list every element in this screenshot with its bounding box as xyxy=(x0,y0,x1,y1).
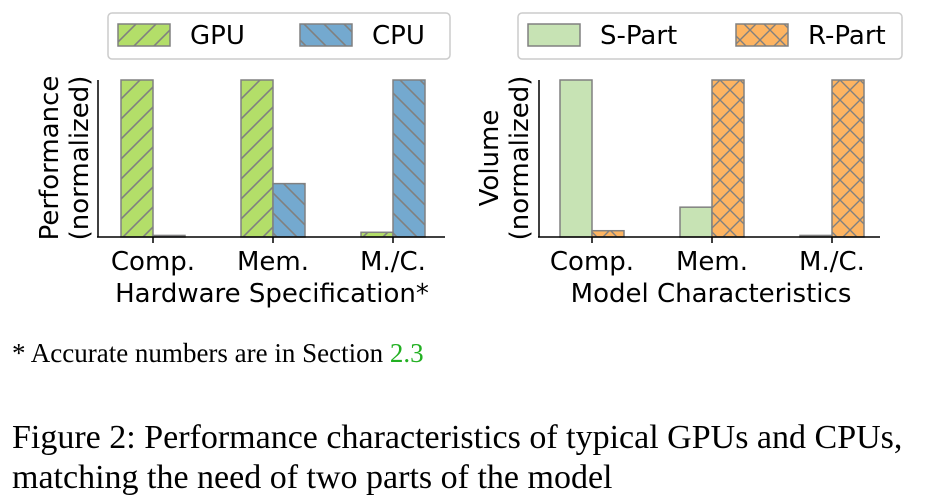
x-tick-label-m-c: M./C. xyxy=(799,247,865,277)
legend-label-gpu: GPU xyxy=(190,21,245,51)
x-tick-labels: Comp. Mem. M./C. xyxy=(550,237,865,277)
bar-cpu-mem-hatch xyxy=(273,183,305,237)
bars-model xyxy=(559,79,865,238)
bar-gpu-m-c-hatch xyxy=(361,232,393,237)
legend-label-r-part: R-Part xyxy=(808,21,886,51)
figure-svg: GPU CPU Comp. Mem. M./C. Hardware Specific… xyxy=(35,12,903,309)
bar-cpu-m-c-hatch xyxy=(393,80,425,237)
bar-s-part-mem xyxy=(679,206,713,238)
bar-r-part-m-c-hatch xyxy=(832,80,864,237)
bar-gpu-mem-hatch xyxy=(241,80,273,237)
x-tick-label-comp: Comp. xyxy=(111,247,195,277)
legend-swatch-s-part xyxy=(527,23,581,47)
y-axis-label-line2: (normalized) xyxy=(505,76,535,241)
bar-s-part-comp xyxy=(559,79,593,238)
legend-swatch-cpu-hatch xyxy=(300,24,352,46)
legend-box xyxy=(517,12,903,60)
legend-swatch-gpu-hatch xyxy=(118,24,170,46)
x-tick-label-comp: Comp. xyxy=(550,247,634,277)
section-reference-link[interactable]: 2.3 xyxy=(389,338,424,368)
x-tick-labels: Comp. Mem. M./C. xyxy=(111,237,426,277)
chart-hardware-specification: GPU CPU Comp. Mem. M./C. Hardware Specific… xyxy=(35,12,451,309)
x-tick-label-m-c: M./C. xyxy=(360,247,426,277)
legend-swatch-r-part-hatch xyxy=(736,24,788,46)
x-axis-label: Hardware Specification* xyxy=(115,279,429,309)
bar-r-part-mem-hatch xyxy=(712,80,744,237)
legend-label-s-part: S-Part xyxy=(600,21,677,51)
bar-cpu-comp-hatch xyxy=(153,235,185,237)
footnote: * Accurate numbers are in Section 2.3 xyxy=(12,338,424,369)
footnote-text: * Accurate numbers are in Section xyxy=(12,338,390,368)
y-axis-label-line2: (normalized) xyxy=(65,76,95,241)
x-axis-label: Model Characteristics xyxy=(571,279,852,309)
y-axis-label-line1: Volume xyxy=(475,110,505,207)
legend-label-cpu: CPU xyxy=(372,21,425,51)
legend-box xyxy=(107,12,451,60)
bar-gpu-comp-hatch xyxy=(121,80,153,237)
figure-caption: Figure 2: Performance characteristics of… xyxy=(12,419,903,496)
x-tick-label-mem: Mem. xyxy=(676,247,748,277)
bars-hardware xyxy=(120,79,426,238)
bar-r-part-comp-hatch xyxy=(592,230,624,237)
x-tick-label-mem: Mem. xyxy=(237,247,309,277)
chart-model-characteristics: S-Part R-Part Comp. Mem. M./C. Model Chara… xyxy=(475,12,903,309)
y-axis-label-line1: Performance xyxy=(35,76,65,241)
